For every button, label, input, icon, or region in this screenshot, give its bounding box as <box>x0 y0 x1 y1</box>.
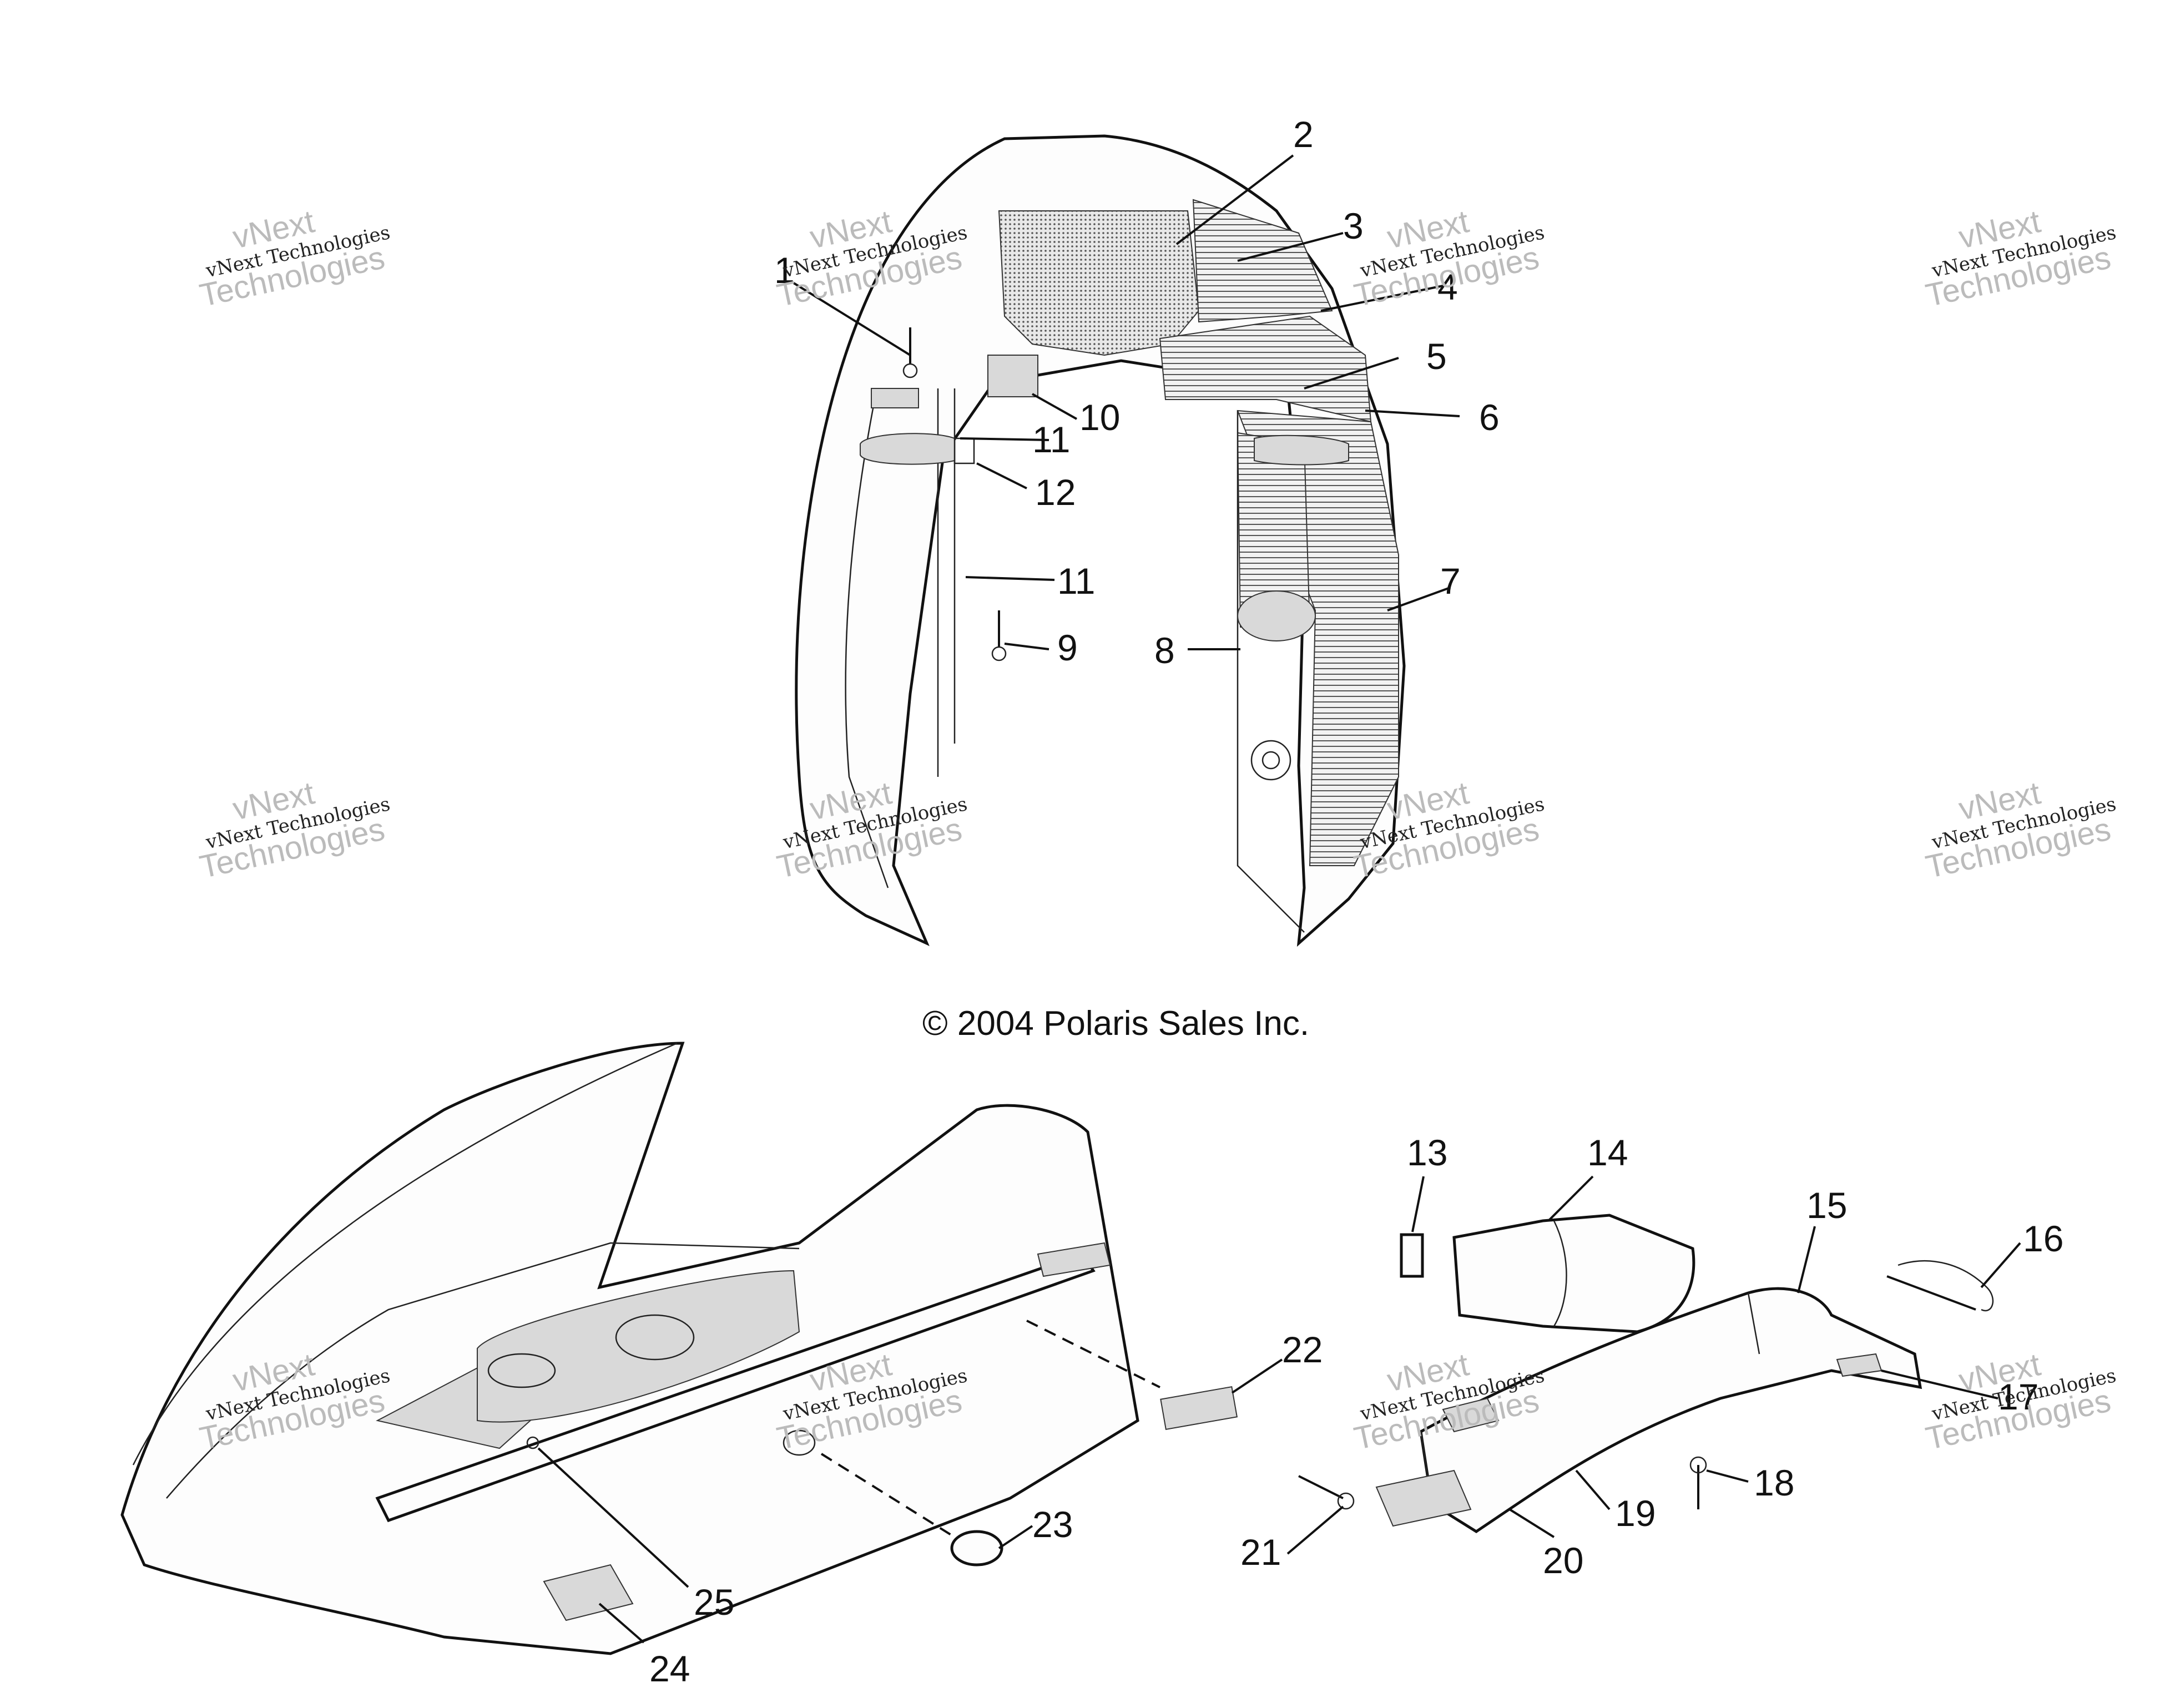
hood-top-view <box>795 134 1406 947</box>
callout-6: 6 <box>1479 397 1500 438</box>
callout-19: 19 <box>1615 1493 1656 1534</box>
callout-11-upper: 11 <box>1032 419 1071 460</box>
leader-lines-top <box>793 154 1460 650</box>
callout-17: 17 <box>1998 1376 2038 1417</box>
callout-21: 21 <box>1240 1532 1281 1573</box>
callout-22: 22 <box>1282 1329 1323 1370</box>
callout-3: 3 <box>1343 205 1364 246</box>
hood-side-view <box>120 1042 1238 1655</box>
callout-5: 5 <box>1426 336 1447 377</box>
callout-2: 2 <box>1293 114 1314 155</box>
callout-16: 16 <box>2023 1218 2063 1259</box>
callout-4: 4 <box>1437 266 1458 307</box>
callout-7: 7 <box>1440 560 1461 602</box>
callout-labels: 1 2 3 4 5 6 7 8 9 10 11 12 11 13 14 15 1… <box>649 114 2063 1689</box>
callout-18: 18 <box>1754 1462 1794 1503</box>
callout-24: 24 <box>649 1648 690 1689</box>
callout-1: 1 <box>774 250 795 291</box>
callout-14: 14 <box>1587 1132 1628 1173</box>
callout-10: 10 <box>1079 397 1120 438</box>
leader-lines-bottom <box>537 1175 2021 1644</box>
callout-11-lower: 11 <box>1057 560 1096 602</box>
callout-12: 12 <box>1035 472 1076 513</box>
callout-9: 9 <box>1057 627 1078 668</box>
callout-15: 15 <box>1806 1185 1847 1226</box>
callout-8: 8 <box>1154 630 1175 671</box>
exploded-parts <box>1298 1214 1994 1533</box>
callout-20: 20 <box>1543 1540 1583 1581</box>
callout-25: 25 <box>694 1581 734 1623</box>
copyright-notice: © 2004 Polaris Sales Inc. <box>922 1004 1309 1043</box>
callout-23: 23 <box>1032 1504 1073 1545</box>
callout-13: 13 <box>1407 1132 1447 1173</box>
